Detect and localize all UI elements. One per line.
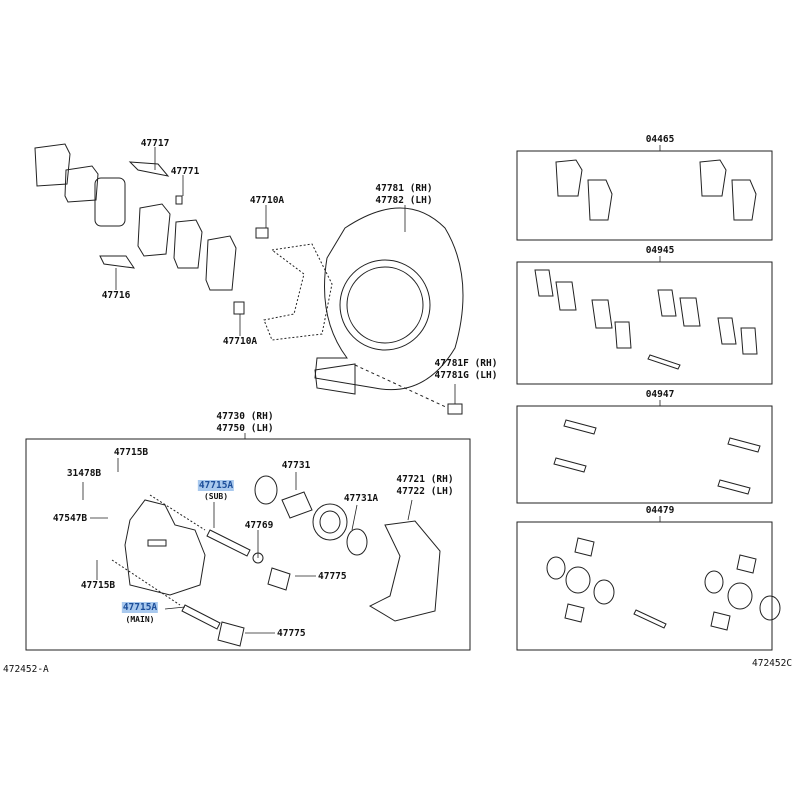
part-label-47715a-main[interactable]: 47715A: [121, 602, 159, 613]
part-label-47717[interactable]: 47717: [140, 138, 170, 149]
part-label-47782[interactable]: 47782 (LH): [375, 195, 433, 206]
kit-box-04945: [516, 261, 773, 385]
part-label-47715b-top[interactable]: 47715B: [113, 447, 149, 458]
part-label-47710a-top[interactable]: 47710A: [249, 195, 285, 206]
kit-label-04465[interactable]: 04465: [645, 134, 675, 145]
part-label-47781g[interactable]: 47781G (LH): [434, 370, 498, 381]
part-label-47721[interactable]: 47721 (RH): [396, 474, 454, 485]
kit-box-04947: [516, 405, 773, 504]
part-label-47771[interactable]: 47771: [170, 166, 200, 177]
kit-label-04947[interactable]: 04947: [645, 389, 675, 400]
dust-shield: [314, 207, 464, 409]
leader-lines: [82, 147, 456, 634]
brake-pads-left: [34, 143, 237, 291]
kit-box-04479: [516, 521, 773, 651]
bolts: [175, 195, 463, 415]
diagram-id-right: 472452C: [752, 658, 793, 669]
sub-label: (SUB): [203, 492, 229, 501]
part-label-47710a-bottom[interactable]: 47710A: [222, 336, 258, 347]
part-label-47715b-bottom[interactable]: 47715B: [80, 580, 116, 591]
kit-contents: [534, 159, 781, 631]
part-label-31478b[interactable]: 31478B: [66, 468, 102, 479]
caliper-bracket: [368, 520, 441, 622]
part-label-47716[interactable]: 47716: [101, 290, 131, 301]
kit-label-04945[interactable]: 04945: [645, 245, 675, 256]
part-label-47731[interactable]: 47731: [281, 460, 311, 471]
part-label-47775-a[interactable]: 47775: [318, 571, 347, 582]
part-label-47715a-sub[interactable]: 47715A: [197, 480, 235, 491]
mounting-bracket: [263, 243, 333, 341]
part-label-47547b[interactable]: 47547B: [52, 513, 88, 524]
part-label-47722[interactable]: 47722 (LH): [396, 486, 454, 497]
main-label: (MAIN): [125, 615, 155, 624]
part-label-47750[interactable]: 47750 (LH): [216, 423, 274, 434]
part-label-47731a[interactable]: 47731A: [343, 493, 379, 504]
part-label-47781[interactable]: 47781 (RH): [375, 183, 433, 194]
part-label-47730[interactable]: 47730 (RH): [216, 411, 274, 422]
part-label-47769[interactable]: 47769: [244, 520, 274, 531]
part-label-47775-b[interactable]: 47775: [277, 628, 306, 639]
caliper-assembly-box: [25, 438, 471, 651]
diagram-id-left: 472452-A: [3, 664, 49, 675]
kit-label-04479[interactable]: 04479: [645, 505, 675, 516]
part-label-47781f[interactable]: 47781F (RH): [434, 358, 498, 369]
piston-seals: [217, 475, 368, 647]
kit-box-04465: [516, 150, 773, 241]
caliper-body: [111, 494, 264, 630]
